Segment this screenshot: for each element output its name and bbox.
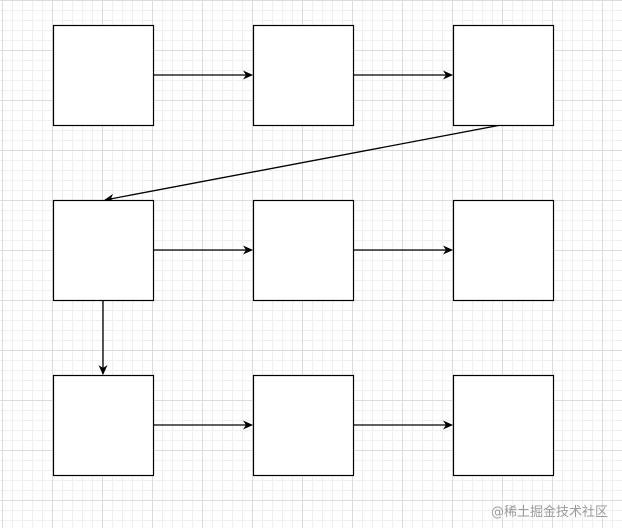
node-box-r3c3[interactable] [452,374,555,477]
nodes-group [52,24,555,477]
node-box-r1c1[interactable] [52,24,155,127]
node-box-r3c2[interactable] [252,374,355,477]
node-box-r1c2[interactable] [252,24,355,127]
node-box-r2c2[interactable] [252,199,355,302]
node-box-r1c3[interactable] [452,24,555,127]
watermark-text: @稀土掘金技术社区 [490,505,608,520]
node-box-r3c1[interactable] [52,374,155,477]
node-box-r2c3[interactable] [452,199,555,302]
edge-r1c3-to-r2c1 [104,124,502,203]
node-box-r2c1[interactable] [52,199,155,302]
edges-group [98,70,502,430]
